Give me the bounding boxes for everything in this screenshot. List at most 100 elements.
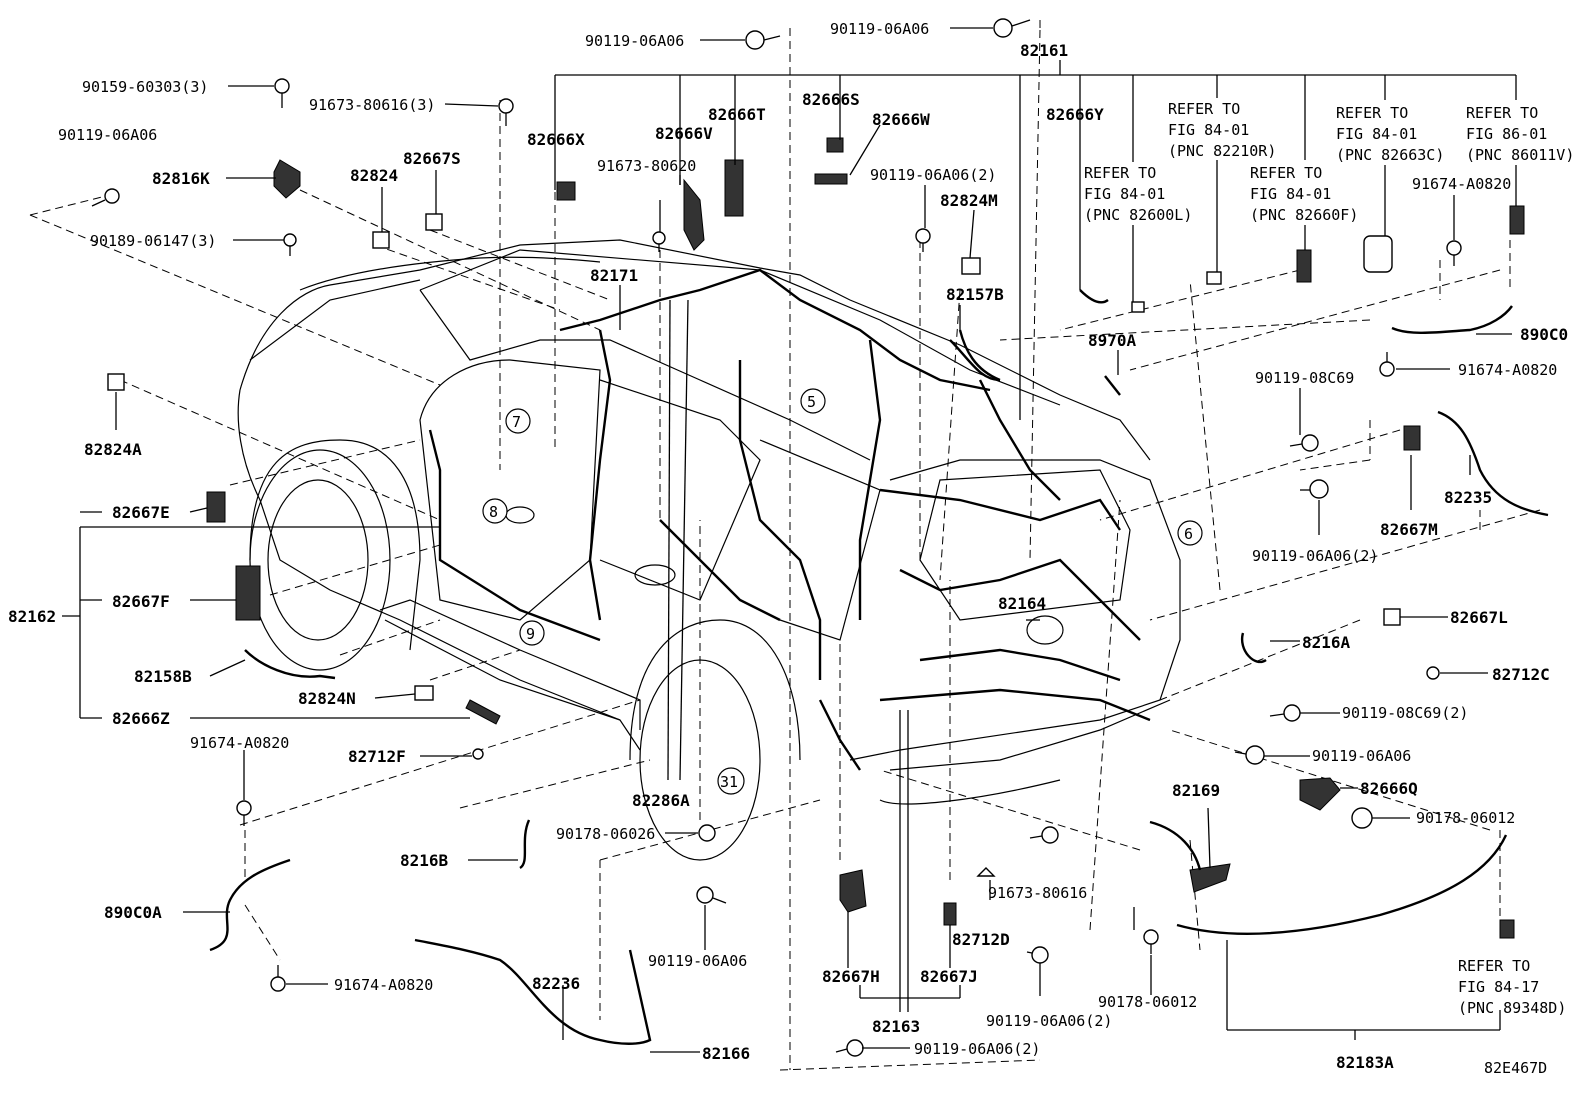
svg-text:REFER TO: REFER TO (1466, 104, 1538, 122)
label-91673-80616-3: 91673-80616(3) (309, 96, 435, 114)
svg-text:FIG 84-01: FIG 84-01 (1250, 185, 1331, 203)
harness-82183A-icon (1176, 834, 1508, 935)
svg-text:FIG 84-01: FIG 84-01 (1336, 125, 1417, 143)
bolt-icon (652, 231, 666, 252)
label-82166: 82166 (702, 1044, 750, 1063)
callout-6-text: 6 (1184, 525, 1193, 543)
clip-82667J-icon (943, 902, 957, 926)
label-82712F: 82712F (348, 747, 406, 766)
label-82171: 82171 (590, 266, 638, 285)
svg-text:(PNC 89348D): (PNC 89348D) (1458, 999, 1566, 1017)
label-91673-80620: 91673-80620 (597, 157, 696, 175)
label-8216A: 8216A (1302, 633, 1351, 652)
label-890C0A: 890C0A (104, 903, 162, 922)
harness-82169-icon (1149, 820, 1202, 871)
diagram-code: 82E467D (1484, 1059, 1547, 1077)
label-90159-60303: 90159-60303(3) (82, 78, 208, 96)
bracket-82667F-icon (235, 565, 261, 621)
label-82667H: 82667H (822, 967, 880, 986)
label-82712C: 82712C (1492, 665, 1550, 684)
callout-8 (482, 498, 508, 524)
callout-7-text: 7 (512, 413, 521, 431)
label-82666T: 82666T (708, 105, 766, 124)
bracket-82666Q-icon (1299, 777, 1341, 811)
refer-note-82600L: REFER TO FIG 84-01 (PNC 82600L) (1084, 164, 1192, 224)
refer-note-82210R: REFER TO FIG 84-01 (PNC 82210R) (1168, 100, 1276, 160)
clip-82666Z-icon (465, 699, 501, 725)
callout-5 (800, 388, 826, 414)
label-82667J: 82667J (920, 967, 978, 986)
bolt-icon (274, 78, 290, 108)
svg-text:(PNC 82210R): (PNC 82210R) (1168, 142, 1276, 160)
label-91674-A0820-l2: 91674-A0820 (334, 976, 433, 994)
label-82158B: 82158B (134, 667, 192, 686)
label-82666Q: 82666Q (1360, 779, 1418, 798)
label-82666Z: 82666Z (112, 709, 170, 728)
label-82666Y: 82666Y (1046, 105, 1104, 124)
grommet-icon (698, 824, 716, 842)
harness-8216B-icon (519, 819, 531, 870)
bolt-icon (1269, 704, 1301, 722)
bolt-icon (696, 886, 727, 904)
bracket-82666T-icon (724, 159, 744, 217)
svg-text:REFER TO: REFER TO (1168, 100, 1240, 118)
refer-notes: REFER TO FIG 84-01 (PNC 82600L) REFER TO… (1084, 100, 1574, 1017)
label-82164: 82164 (998, 594, 1046, 613)
bracket-82666V-icon (683, 178, 705, 251)
connector-icon (1131, 301, 1145, 313)
callout-31 (717, 767, 745, 795)
svg-text:FIG 84-17: FIG 84-17 (1458, 978, 1539, 996)
vehicle-body (237, 239, 1181, 861)
svg-text:FIG 86-01: FIG 86-01 (1466, 125, 1547, 143)
label-82824M: 82824M (940, 191, 998, 210)
label-90119-06A06-2-r: 90119-06A06(2) (1252, 547, 1378, 565)
label-82712D: 82712D (952, 930, 1010, 949)
bolt-icon (270, 965, 286, 992)
label-82816K: 82816K (152, 169, 210, 188)
callout-9 (519, 620, 545, 646)
clip-82667L-icon (1383, 608, 1401, 626)
clip-82666S-icon (826, 137, 844, 153)
part-labels: 90119-06A06 90119-06A06 82161 90159-6030… (8, 20, 1568, 1077)
label-90119-06A06-2-b2: 90119-06A06(2) (914, 1040, 1040, 1058)
bolt-icon (835, 1039, 864, 1057)
svg-text:REFER TO: REFER TO (1084, 164, 1156, 182)
harness-890C0-icon (1391, 305, 1513, 334)
callout-7 (505, 408, 531, 434)
harness-82235-icon (1437, 410, 1549, 517)
label-90119-06A06-2-mid: 90119-06A06(2) (870, 166, 996, 184)
label-82667M: 82667M (1380, 520, 1438, 539)
clip-82824N-icon (414, 685, 434, 701)
label-82824: 82824 (350, 166, 398, 185)
label-82666V: 82666V (655, 124, 713, 143)
clip-82824-icon (372, 231, 390, 249)
harness-82666Y-icon (1079, 289, 1109, 304)
grommet-icon (1351, 807, 1373, 829)
connector-8970A-icon (1104, 375, 1121, 396)
bolt-icon (993, 18, 1031, 38)
label-890C0: 890C0 (1520, 325, 1568, 344)
label-82157B: 82157B (946, 285, 1004, 304)
label-82169: 82169 (1172, 781, 1220, 800)
grommet-82712F-icon (472, 748, 484, 760)
label-90119-08C69-2: 90119-08C69(2) (1342, 704, 1468, 722)
label-82824N: 82824N (298, 689, 356, 708)
bolt-icon (1234, 745, 1265, 765)
harness-82236-icon (414, 938, 652, 1045)
clip-82824M-icon (961, 257, 981, 275)
bolt-icon (745, 30, 781, 50)
label-82666S: 82666S (802, 90, 860, 109)
bolt-icon (1446, 240, 1462, 266)
harness-82157B-icon (958, 329, 1001, 382)
svg-text:REFER TO: REFER TO (1458, 957, 1530, 975)
label-82286A: 82286A (632, 791, 690, 810)
protector-82169-icon (1189, 863, 1231, 893)
label-91674-A0820-r2: 91674-A0820 (1458, 361, 1557, 379)
label-90119-06A06-top2: 90119-06A06 (830, 20, 929, 38)
bolt-icon (1029, 826, 1059, 844)
bolt-icon (1379, 352, 1395, 377)
callout-6 (1177, 520, 1203, 546)
part-glyphs (91, 18, 1549, 1057)
connector-icon (1206, 271, 1222, 285)
